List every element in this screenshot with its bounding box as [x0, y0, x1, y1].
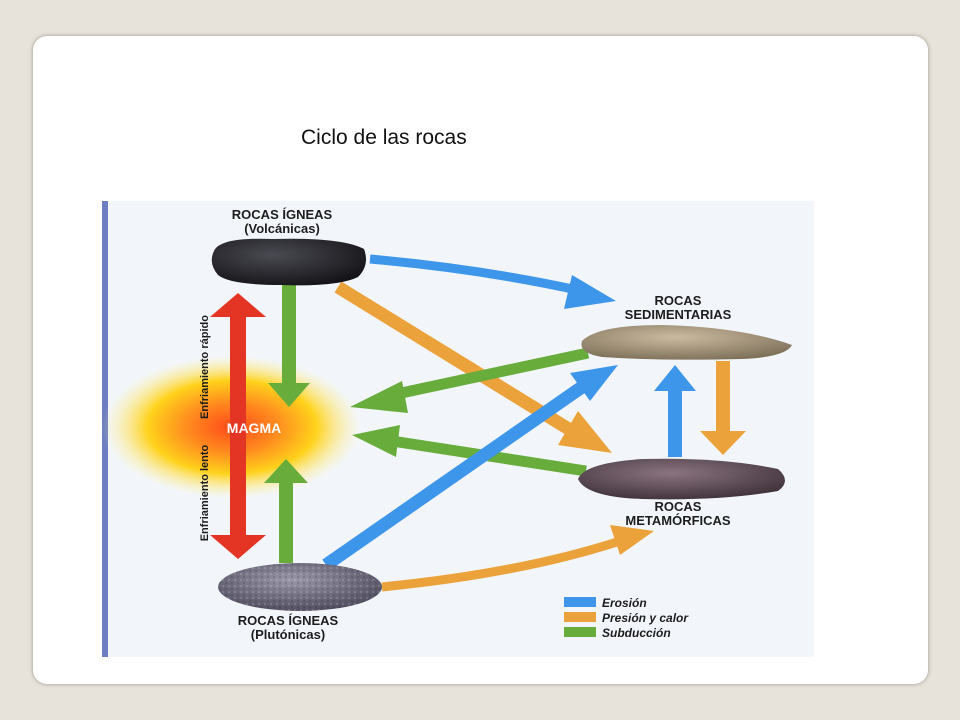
arrowhead-pressure-volcanic-to-metamorphic — [558, 411, 612, 453]
arrowhead-erosion-plutonic-to-sedimentary — [570, 365, 618, 401]
arrow-subduction-plutonic-to-magma — [279, 479, 293, 563]
label-sedimentary-line2: SEDIMENTARIAS — [625, 307, 732, 322]
rock-cycle-diagram: ROCAS ÍGNEAS (Volcánicas) ROCAS SEDIMENT… — [102, 201, 814, 657]
label-magma: MAGMA — [227, 420, 281, 436]
slide-title: Ciclo de las rocas — [301, 126, 467, 149]
label-sedimentary-line1: ROCAS — [655, 293, 702, 308]
arrow-erosion-metamorphic-to-sedimentary — [668, 387, 682, 457]
label-igneous-volcanic-line2: (Volcánicas) — [244, 221, 320, 236]
arrowhead-pressure-sedimentary-to-metamorphic — [700, 431, 746, 455]
arrowhead-erosion-metamorphic-to-sedimentary — [654, 365, 696, 391]
arrowhead-subduction-sedimentary-to-magma — [350, 381, 408, 413]
arrowhead-erosion-volcanic-to-sedimentary — [564, 275, 616, 309]
arrow-pressure-volcanic-to-metamorphic — [334, 281, 576, 437]
legend-label-erosion: Erosión — [602, 596, 647, 610]
legend-swatch-pressure-heat — [564, 612, 596, 622]
legend-swatch-subduction — [564, 627, 596, 637]
rock-igneous-plutonic-texture — [218, 563, 382, 611]
arrow-pressure-plutonic-to-metamorphic — [381, 536, 622, 592]
arrowhead-pressure-plutonic-to-metamorphic — [610, 525, 654, 555]
legend-swatch-erosion — [564, 597, 596, 607]
label-fast-cooling: Enfriamiento rápido — [199, 315, 211, 419]
arrowhead-subduction-metamorphic-to-magma — [352, 425, 400, 457]
rock-igneous-volcanic — [211, 238, 366, 286]
label-igneous-plutonic-line2: (Plutónicas) — [251, 627, 325, 642]
arrow-erosion-volcanic-to-sedimentary — [369, 254, 583, 296]
label-metamorphic-line2: METAMÓRFICAS — [625, 513, 731, 528]
arrow-pressure-sedimentary-to-metamorphic — [716, 361, 730, 433]
legend: Erosión Presión y calor Subducción — [564, 596, 689, 640]
arrowhead-subduction-volcanic-to-magma — [268, 383, 310, 407]
rock-sedimentary — [581, 325, 792, 360]
label-metamorphic-line1: ROCAS — [655, 499, 702, 514]
arrow-cooling-line — [230, 313, 246, 543]
rock-cycle-svg: ROCAS ÍGNEAS (Volcánicas) ROCAS SEDIMENT… — [102, 201, 792, 657]
label-igneous-plutonic-line1: ROCAS ÍGNEAS — [238, 613, 339, 628]
legend-label-subduction: Subducción — [602, 626, 671, 640]
arrowhead-cooling-up — [210, 293, 266, 317]
arrow-erosion-plutonic-to-sedimentary — [322, 381, 586, 571]
arrowhead-cooling-down — [210, 535, 266, 559]
arrow-subduction-volcanic-to-magma — [282, 285, 296, 387]
legend-label-pressure-heat: Presión y calor — [602, 611, 689, 625]
label-igneous-volcanic-line1: ROCAS ÍGNEAS — [232, 207, 333, 222]
arrow-subduction-sedimentary-to-magma — [390, 347, 590, 401]
arrowhead-subduction-plutonic-to-magma — [264, 459, 308, 483]
rock-metamorphic — [578, 458, 785, 500]
label-slow-cooling: Enfriamiento lento — [199, 444, 211, 541]
